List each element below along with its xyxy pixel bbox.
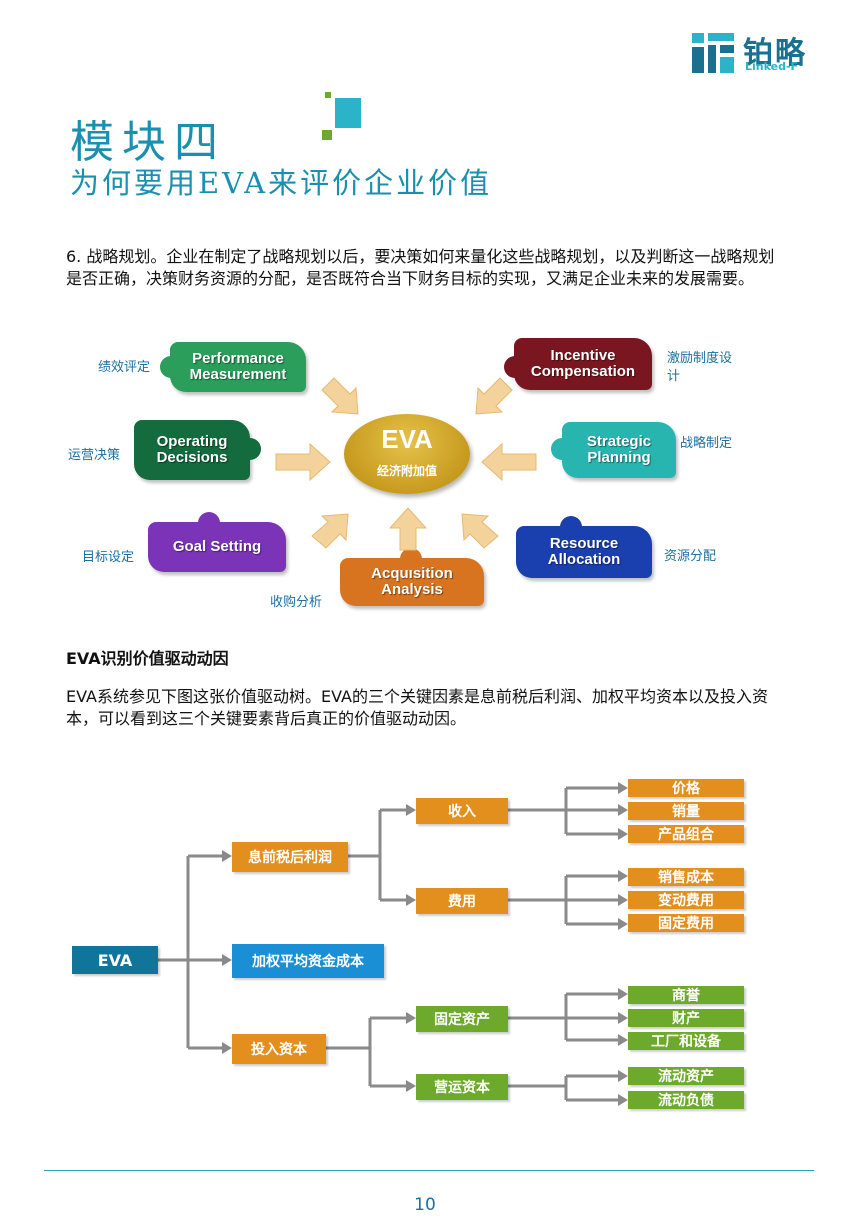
arrow-operating [275, 442, 331, 482]
piece-knob [560, 516, 582, 538]
piece-knob [400, 548, 422, 570]
tree-node-fixed-assets: 固定资产 [416, 1006, 508, 1032]
arrow-goal [311, 513, 349, 549]
piece-acquisition-analysis: Acquisition Analysis [340, 548, 484, 606]
tree-leaf-current-assets: 流动资产 [628, 1067, 744, 1085]
section-heading: EVA识别价值驱动动因 [66, 649, 229, 668]
tree-leaf-price: 价格 [628, 779, 744, 797]
tree-leaf-fixed-cost: 固定费用 [628, 914, 744, 932]
label-goal: 目标设定 [82, 550, 135, 565]
paragraph-strategy: 6. 战略规划。企业在制定了战略规划以后，要决策如何来量化这些战略规划，以及判断… [66, 247, 775, 288]
tree-leaf-product-mix: 产品组合 [628, 825, 744, 843]
tree-leaf-plant-equipment: 工厂和设备 [628, 1032, 744, 1050]
value-driver-tree: EVA 息前税后利润 加权平均资金成本 投入资本 收入 费用 固定资产 营运资本… [0, 760, 850, 1120]
piece-knob [551, 438, 573, 460]
logo-name-en: Linked-F [745, 60, 799, 73]
piece-label: Incentive Compensation [530, 347, 636, 380]
tree-node-nopat: 息前税后利润 [232, 842, 348, 872]
arrow-performance [321, 377, 359, 415]
footer-divider [44, 1170, 814, 1171]
piece-knob [198, 512, 220, 534]
decor-square [322, 130, 332, 140]
tree-root-eva: EVA [72, 946, 158, 974]
label-performance: 绩效评定 [98, 360, 151, 375]
module-subtitle: 为何要用EVA来评价企业价值 [70, 166, 493, 200]
tree-node-cost: 费用 [416, 888, 508, 914]
tree-leaf-current-liabilities: 流动负债 [628, 1091, 744, 1109]
arrow-acquisition [388, 507, 428, 551]
label-resource: 资源分配 [664, 549, 717, 564]
piece-label: Strategic Planning [586, 433, 652, 466]
piece-operating-decisions: Operating Decisions [134, 420, 261, 480]
tree-leaf-volume: 销量 [628, 802, 744, 820]
tree-leaf-cogs: 销售成本 [628, 868, 744, 886]
piece-label: Resource Allocation [547, 535, 621, 568]
logo-name-cn: 铂略 [743, 36, 807, 71]
module-title: 模块四 [70, 117, 226, 168]
piece-label: Performance Measurement [189, 350, 287, 383]
paragraph-value-driver: EVA系统参见下图这张价值驱动树。EVA的三个关键因素是息前税后利润、加权平均资… [66, 687, 768, 728]
label-strategic: 战略制定 [680, 436, 733, 451]
piece-knob [160, 356, 182, 378]
eva-center-sub: 经济附加值 [376, 464, 437, 478]
label-operating: 运营决策 [68, 448, 121, 463]
piece-label: Operating Decisions [156, 433, 228, 466]
piece-goal-setting: Goal Setting [148, 512, 286, 572]
decor-square [335, 98, 361, 128]
arrow-resource [461, 513, 499, 549]
arrow-incentive [475, 377, 513, 415]
eva-arrows [275, 377, 537, 551]
tree-node-revenue: 收入 [416, 798, 508, 824]
label-acquisition: 收购分析 [270, 595, 323, 610]
piece-strategic-planning: Strategic Planning [551, 422, 676, 478]
tree-node-invested-capital: 投入资本 [232, 1034, 326, 1064]
piece-resource-allocation: Resource Allocation [516, 516, 652, 578]
tree-connectors [158, 782, 628, 1106]
tree-leaf-variable-cost: 变动费用 [628, 891, 744, 909]
arrow-strategic [481, 442, 537, 482]
eva-center: EVA 经济附加值 [344, 414, 470, 494]
tree-node-wacc: 加权平均资金成本 [232, 944, 384, 978]
piece-label: Acquisition Analysis [371, 565, 453, 598]
page-number: 10 [414, 1195, 436, 1215]
piece-label: Goal Setting [172, 538, 262, 555]
tree-leaf-property: 财产 [628, 1009, 744, 1027]
label-incentive: 激励制度设计 [667, 351, 733, 384]
eva-diagram: EVA 经济附加值 Performance Measurement 绩效评定 I… [0, 330, 850, 620]
logo-mark [692, 33, 734, 73]
tree-leaf-goodwill: 商誉 [628, 986, 744, 1004]
piece-knob [504, 356, 526, 378]
tree-node-working-capital: 营运资本 [416, 1074, 508, 1100]
decor-square [325, 92, 331, 98]
eva-center-title: EVA [381, 424, 433, 454]
piece-incentive-compensation: Incentive Compensation [504, 338, 652, 390]
piece-performance-measurement: Performance Measurement [160, 342, 306, 392]
piece-knob [239, 438, 261, 460]
